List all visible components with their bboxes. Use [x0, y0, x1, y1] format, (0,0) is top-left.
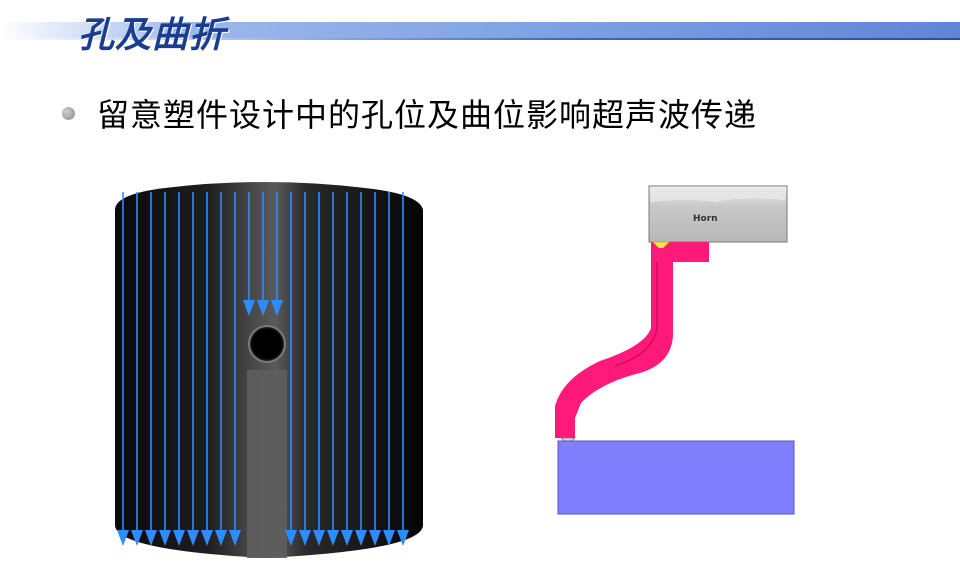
wave-arrowhead [369, 530, 381, 546]
wave-arrowhead [299, 530, 311, 546]
wave-arrowhead [313, 530, 325, 546]
wave-arrowhead [285, 530, 297, 546]
wave-arrowhead [271, 300, 283, 316]
part-bend [555, 248, 673, 438]
wave-arrowhead [397, 530, 409, 546]
wave-arrowhead [145, 530, 157, 546]
wave-lines [122, 192, 404, 538]
wave-arrowhead [131, 530, 143, 546]
wave-arrowhead [117, 530, 129, 546]
bullet-dot-icon [62, 106, 75, 120]
wave-arrowhead [187, 530, 199, 546]
bullet-text: 留意塑件设计中的孔位及曲位影响超声波传递 [97, 96, 758, 134]
cylinder-diagram [115, 182, 423, 558]
title-band [0, 22, 960, 38]
bullet-item: 留意塑件设计中的孔位及曲位影响超声波传递 [62, 90, 757, 136]
wave-arrowhead [257, 300, 269, 316]
lit-shaft [247, 370, 287, 558]
base-block [557, 440, 795, 515]
title-underline [0, 38, 960, 40]
hole [248, 325, 286, 363]
energy-director-top [652, 241, 670, 251]
wave-arrowhead [327, 530, 339, 546]
wave-arrowhead [215, 530, 227, 546]
wave-arrowheads [117, 300, 409, 546]
wave-arrowhead [201, 530, 213, 546]
horn-texture [651, 188, 785, 202]
wave-arrowhead [229, 530, 241, 546]
horn-diagram: Horn [555, 185, 795, 515]
wave-arrowhead [383, 530, 395, 546]
wave-arrowhead [355, 530, 367, 546]
wave-arrowhead [173, 530, 185, 546]
wave-arrowhead [159, 530, 171, 546]
part-bend-edge [614, 262, 658, 367]
wave-arrowhead [341, 530, 353, 546]
slide-title: 孔及曲折 [78, 14, 227, 56]
wave-arrowhead [243, 300, 255, 316]
horn-label: Horn [693, 214, 718, 224]
